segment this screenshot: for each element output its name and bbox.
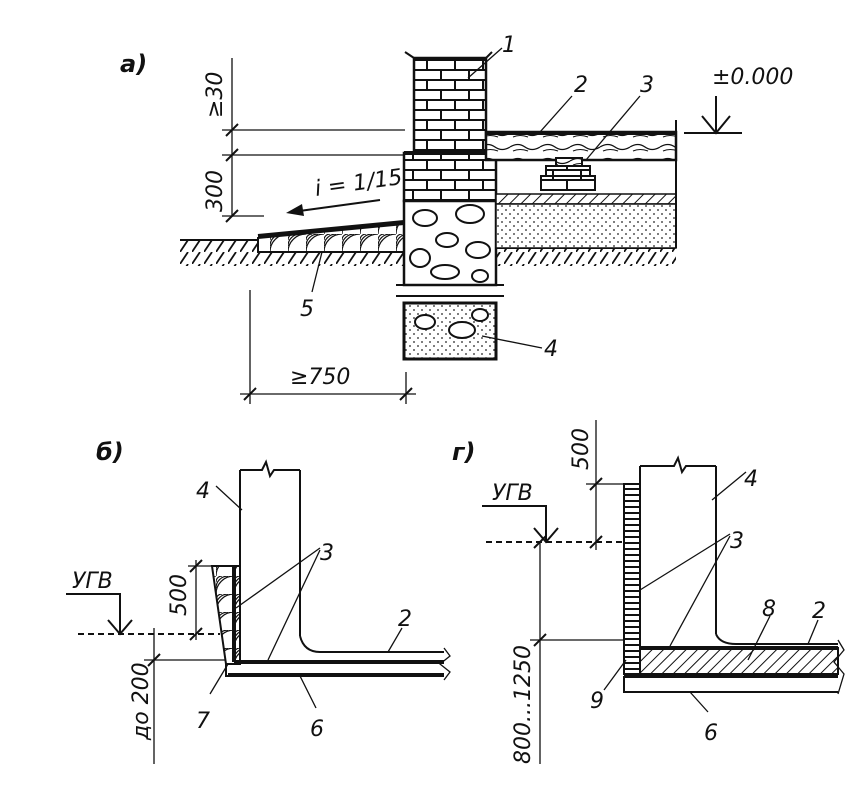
slope-label: i = 1/15 [313,165,404,202]
wall-break-g [640,455,716,475]
panel-b-label: б) [96,438,124,466]
slab-break-g [833,639,845,695]
rubble-stones [409,204,491,283]
sand-fill [495,203,677,249]
slab-break-b [438,647,451,681]
dim-ticks-horizontal [243,387,413,401]
dim-mid: 300 [203,170,228,212]
dim-height-g: 500 [569,428,594,470]
floor-top-b [299,635,444,653]
callout-b7: 7 [196,709,210,734]
floor-top-g [715,633,838,645]
leader-5 [311,251,323,293]
water-level-label-b: УГВ [72,569,113,594]
callout-g2: 2 [812,599,826,624]
ground-hatch-left [180,240,258,266]
wall-break [404,51,493,59]
floor-support-base [540,175,596,191]
level-mark [684,96,742,135]
callout-g3: 3 [730,529,744,554]
water-level-mark-g [482,505,559,544]
leader-g2 [807,619,819,645]
dim-ticks-g1 [589,477,603,549]
callout-4: 4 [544,337,558,362]
slope-arrow-head [286,204,304,216]
floor-support-post [545,165,591,177]
wall-break-b [240,459,300,479]
wood-floor [484,130,678,162]
callout-3: 3 [640,73,654,98]
callout-b6: 6 [310,717,324,742]
leader-4 [481,335,543,349]
leader-g6 [689,691,709,713]
dim-top: ≥30 [203,72,228,118]
footing-stones [414,308,489,339]
dim-depth-b: до 200 [129,662,154,741]
leader-g4 [711,471,747,501]
leader-b7 [209,663,229,695]
leader-g8 [747,615,771,661]
leader-b2 [387,627,403,653]
floor-joist [555,157,583,167]
leader-g3a [639,533,731,591]
leader-b3b [267,549,321,661]
dim-ticks [225,123,239,223]
dim-depth-g: 800...1250 [511,645,536,764]
slope-arrow-line [291,199,381,213]
callout-b3: 3 [320,541,334,566]
leader-3 [585,95,641,161]
leader-g9 [603,659,627,691]
foundation-break [396,284,504,297]
loading-slab [639,647,839,675]
callout-b4: 4 [196,479,210,504]
callout-1: 1 [502,33,516,58]
water-level-mark-b [66,593,133,636]
ground-hatch-right [496,248,676,266]
vertical-waterproofing-g [623,483,641,675]
brick-wall [412,56,488,155]
blind-area-surface [257,220,405,238]
callout-g4: 4 [744,467,758,492]
dim-height-b: 500 [167,574,192,616]
leader-b3a [235,547,321,609]
leader-g3b [669,535,731,647]
panel-a-label: а) [120,50,147,78]
ground-hatch-under-blind [258,252,404,266]
dim-tick-b2 [147,653,161,667]
level-label: ±0.000 [712,65,793,90]
panel-g: г) УГВ 500 800...1250 4 3 8 [452,420,845,764]
callout-g6: 6 [704,721,718,746]
water-level-label-g: УГВ [492,481,533,506]
callout-b2: 2 [398,607,412,632]
concrete-prep [495,193,677,205]
base-layer-g [623,676,838,693]
leader-2 [539,95,573,133]
callout-2: 2 [574,73,588,98]
dim-bottom: ≥750 [290,365,350,390]
callout-g8: 8 [762,597,776,622]
callout-g9: 9 [590,689,604,714]
leader-b4 [215,485,243,511]
leader-b6 [299,675,317,709]
panel-b: б) УГВ 500 до 200 4 3 2 [66,438,451,764]
panel-g-label: г) [452,438,476,466]
dim-ticks-g2 [533,535,547,647]
brick-plinth [402,151,498,203]
leader-1 [467,47,503,79]
dim-ticks-b1 [189,559,203,641]
callout-5: 5 [300,297,314,322]
panel-a: а) i = 1/15 [120,33,793,404]
